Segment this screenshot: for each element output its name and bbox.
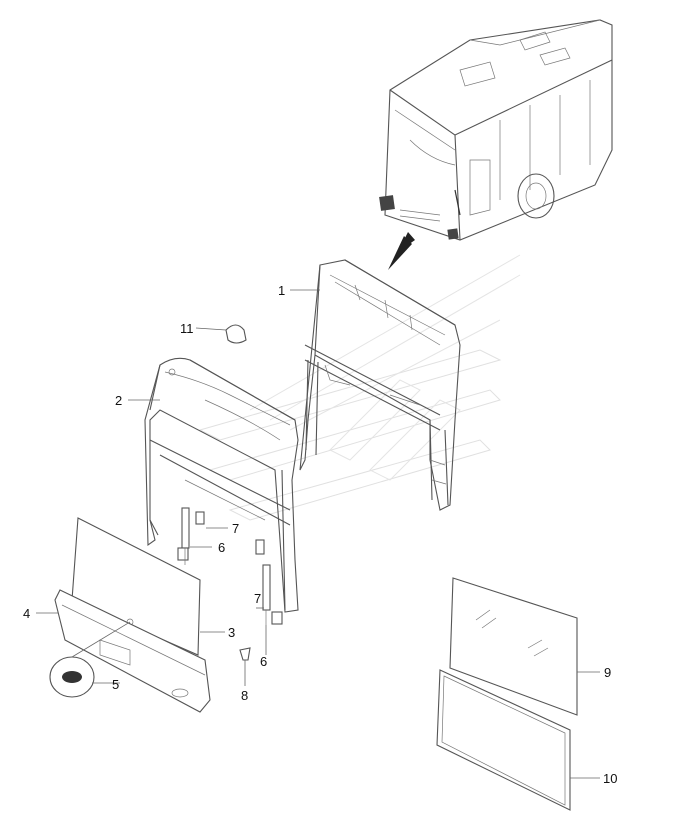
callout-7a: 7	[232, 521, 239, 536]
callout-labels: 1 2 3 4 5 6 6 7 7 8 9 10 11	[23, 283, 617, 786]
bus-rear-overview	[379, 19, 613, 241]
callout-6a: 6	[218, 540, 225, 555]
gas-strut-right	[255, 539, 283, 625]
leader-lines	[36, 289, 600, 779]
callout-7b: 7	[254, 591, 261, 606]
direction-arrow	[388, 232, 415, 270]
callout-3: 3	[228, 625, 235, 640]
part-4-rear-bumper	[54, 589, 211, 713]
callout-11: 11	[180, 321, 194, 336]
part-11-cover-cap	[225, 324, 247, 344]
callout-1: 1	[278, 283, 285, 298]
part-9-side-panel	[449, 577, 578, 716]
part-2-rear-hood	[144, 357, 299, 613]
part-8-fastener	[239, 647, 251, 661]
part-1-rear-frame	[299, 259, 461, 511]
callout-6b: 6	[260, 654, 267, 669]
callout-5: 5	[112, 677, 119, 692]
callout-2: 2	[115, 393, 122, 408]
callout-8: 8	[241, 688, 248, 703]
gas-strut-left	[177, 507, 205, 565]
watermark-logo	[198, 254, 521, 521]
callout-9: 9	[604, 665, 611, 680]
callout-4: 4	[23, 606, 30, 621]
part-10-insulation-panel	[436, 669, 571, 811]
callout-10: 10	[603, 771, 617, 786]
part-5-emblem	[49, 621, 131, 698]
